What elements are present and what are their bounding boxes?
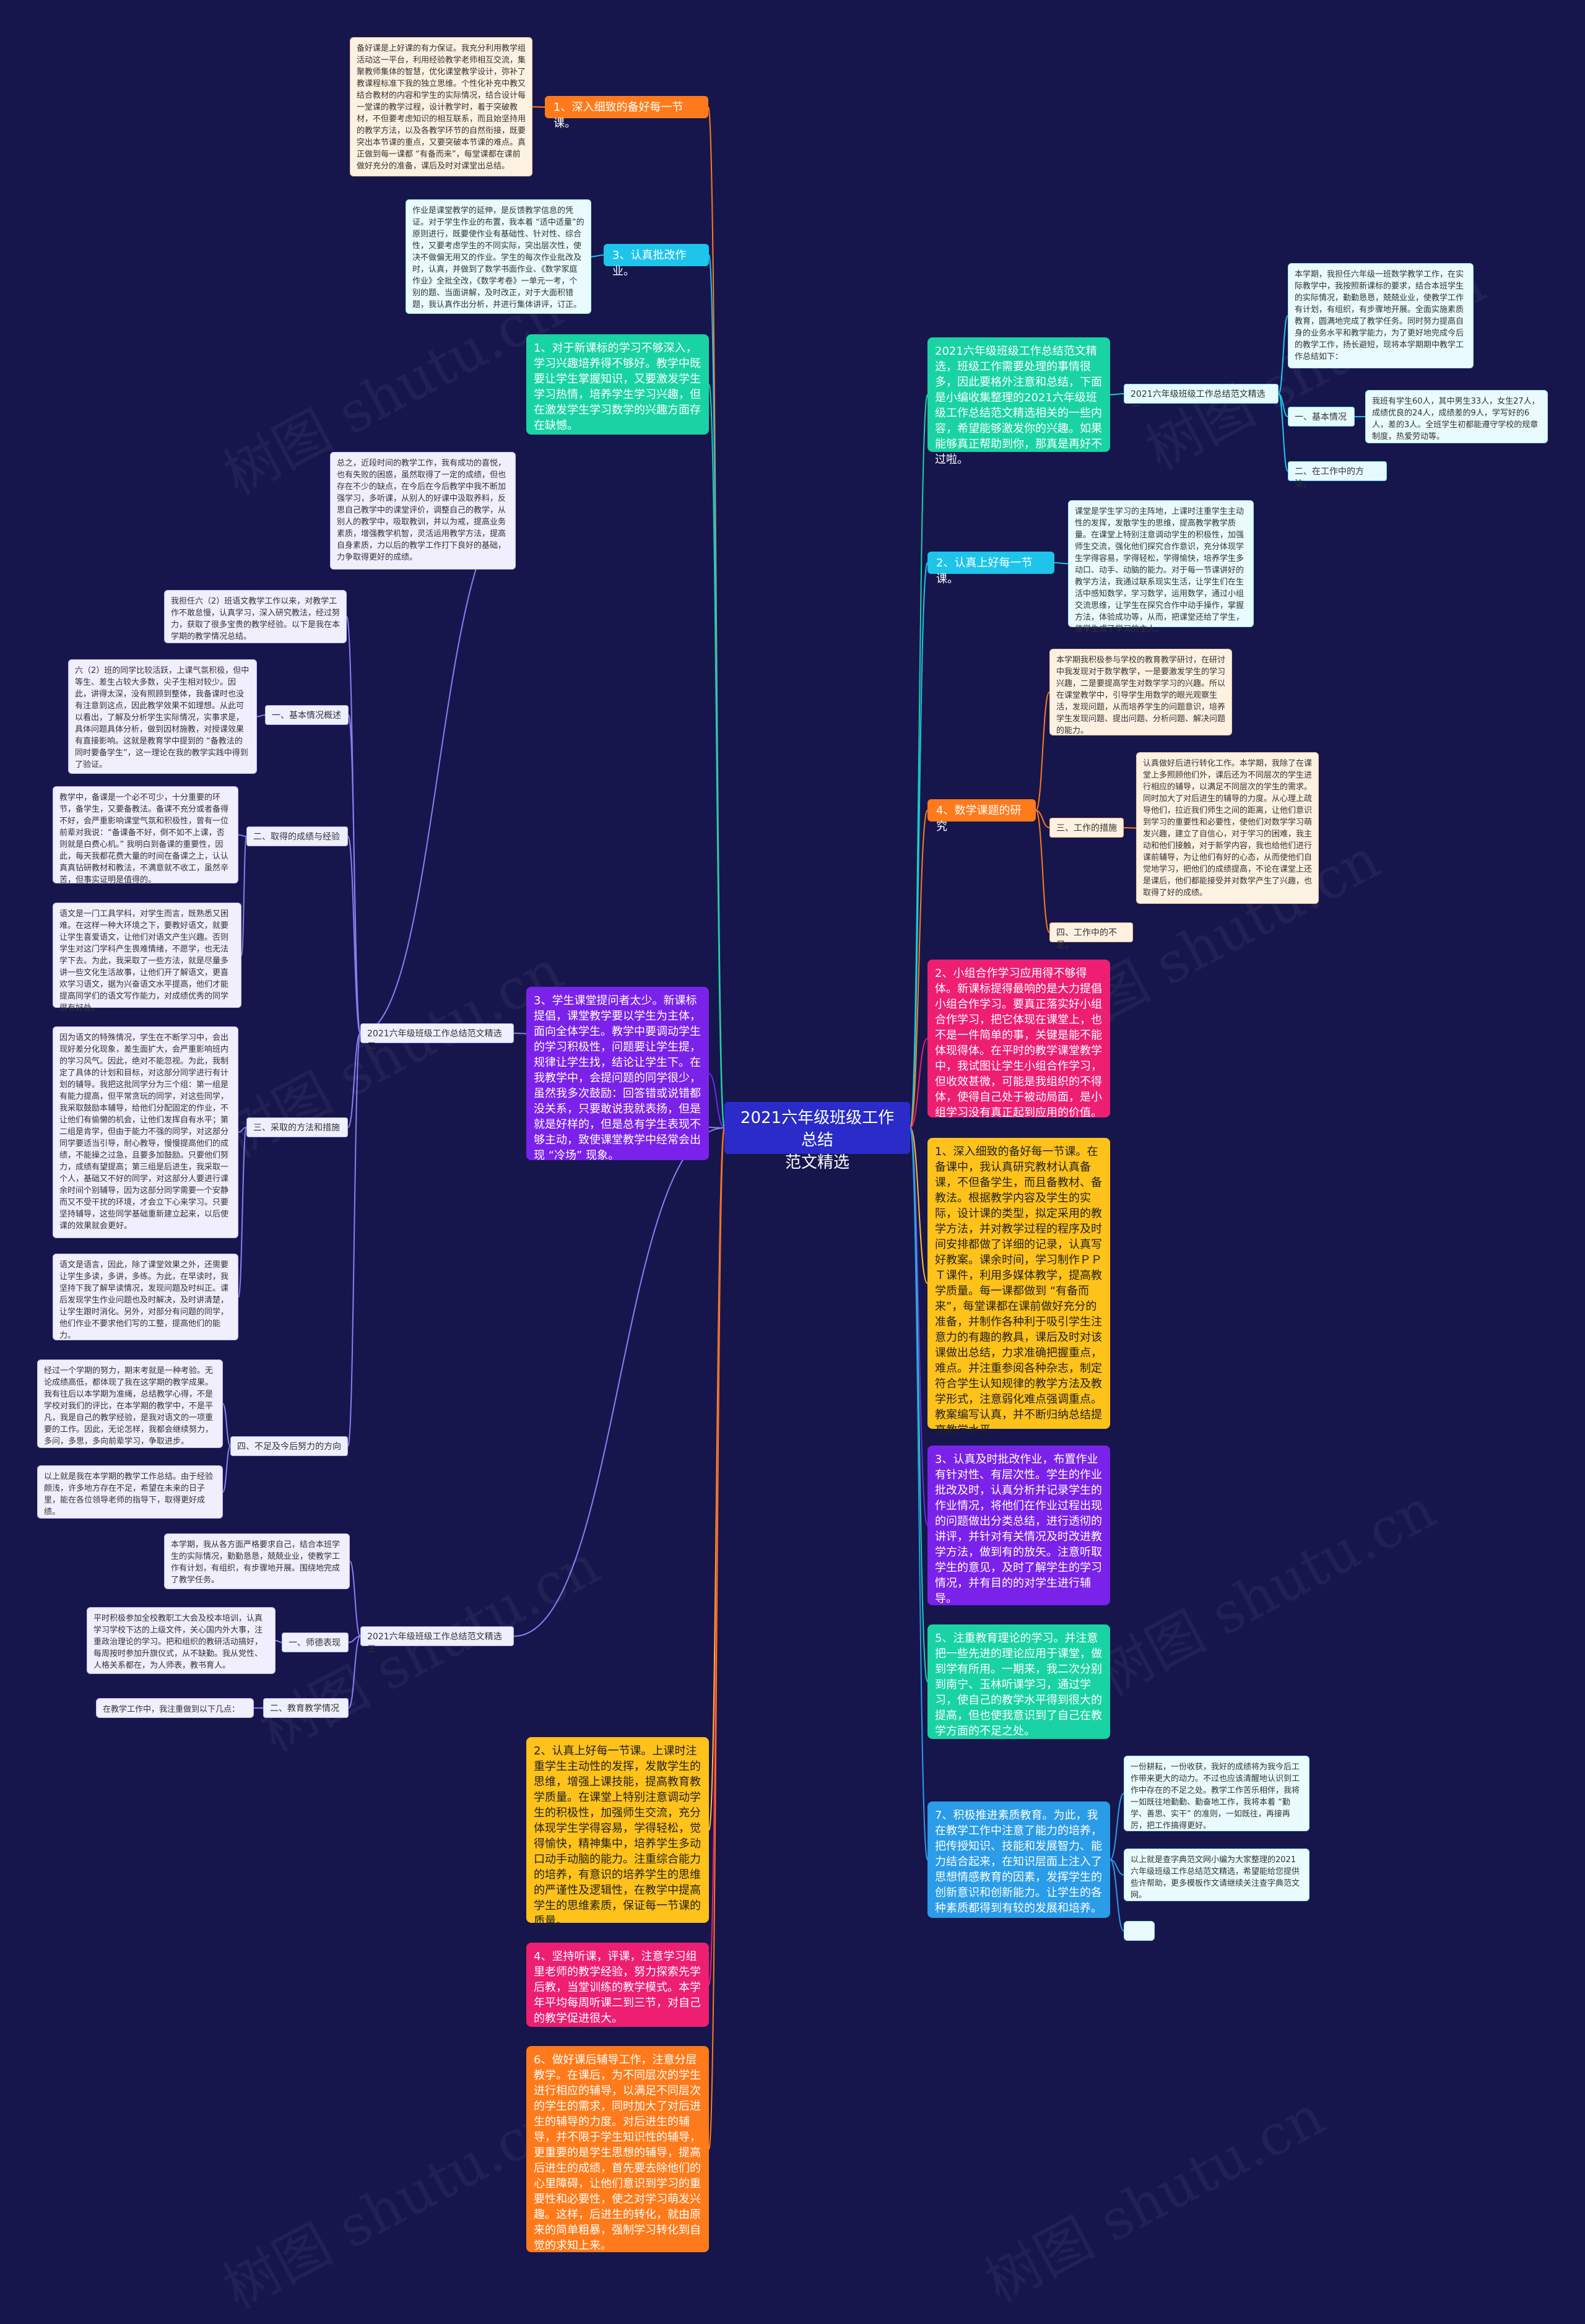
connector	[910, 562, 928, 1129]
topic-new-curriculum[interactable]: 1、对于新课标的学习不够深入，学习兴趣培养得不够好。教学中既要让学生掌握知识，又…	[526, 334, 709, 435]
note-harvest: 一份耕耘，一份收获，我好的成绩将为我今后工作带来更大的动力。不过也应该清醒地认识…	[1124, 1756, 1309, 1831]
connector	[256, 714, 266, 718]
topic-observe-lessons[interactable]: 4、坚持听课，评课，注意学习组里老师的教学经验，努力探索先学后教，当堂训练的教学…	[526, 1943, 709, 2027]
note-basic-info: 我班有学生60人，其中男生33人，女生27人，成绩优良的24人，成绩差的9人，学…	[1365, 390, 1548, 443]
connector	[910, 1038, 928, 1129]
note-chinese-subject: 语文是一门工具学科，对学生而言，既熟悉又困难。在这样一种大环境之下，要教好语文，…	[53, 903, 241, 1013]
label-work-measures[interactable]: 三、工作的措施	[1049, 818, 1124, 838]
connector	[1110, 1859, 1124, 1932]
connector	[513, 1127, 725, 1637]
connector	[708, 384, 725, 1129]
label-methods[interactable]: 三、采取的方法和措施	[246, 1117, 348, 1137]
note-intro-two: 我担任六（2）班语文教学工作以来，对教学工作不敢怠慢，认真学习，深入研究教法，经…	[164, 590, 347, 643]
topic-prepare-lessons[interactable]: 1、深入细致的备好每一节课。	[545, 96, 708, 130]
connector	[347, 1033, 361, 1447]
connector	[238, 1127, 247, 1298]
connector	[347, 836, 361, 1034]
connector	[910, 1127, 928, 1860]
connector	[1035, 810, 1050, 828]
connector	[1278, 315, 1288, 394]
note-reading-practice: 语文是语言，因此，除了课堂效果之外，还需要让学生多读，多讲，多练。为此，在早读时…	[53, 1254, 238, 1340]
topic-detailed-preparation[interactable]: 1、深入细致的备好每一节课。在备课中，我认真研究教材认真备课，不但备学生，而且备…	[927, 1138, 1110, 1437]
label-work-shortcomings[interactable]: 四、工作中的不足。	[1049, 922, 1133, 950]
connector	[349, 1561, 361, 1637]
topic-group-cooperation[interactable]: 2、小组合作学习应用得不够得体。新课标提得最响的是大力提倡小组合作学习。要真正落…	[927, 960, 1110, 1119]
topic-grade-homework[interactable]: 3、认真批改作业。	[604, 244, 709, 278]
note-basic-overview: 六（2）班的同学比较活跃，上课气氛积极，但中等生、差生占较大多数，尖子生相对较少…	[68, 659, 257, 774]
label-teaching-status[interactable]: 二、教育教学情况	[263, 1698, 349, 1718]
note-intro-three: 本学期，我从各方面严格要求自己，结合本班学生的实际情况，勤勤恳恳，兢兢业业，使教…	[164, 1533, 350, 1589]
connector	[1278, 393, 1288, 472]
note-closing-one: 以上就是查字典范文网小编为大家整理的2021六年级班级工作总结范文精选，希望能给…	[1124, 1849, 1309, 1901]
note-intro-one: 本学期，我担任六年级一班数学教学工作，在实际教学中，我按照新课标的要求，结合本班…	[1288, 263, 1474, 368]
topic-good-lessons[interactable]: 2、认真上好每一节课。	[927, 552, 1054, 586]
note-math-research: 本学期我积极参与学校的教育教学研讨，在研讨中我发现对于数学教学，一是要激发学生的…	[1049, 649, 1232, 735]
connector	[910, 810, 928, 1129]
label-teacher-ethics[interactable]: 一、师德表现	[282, 1632, 349, 1652]
connector	[348, 1636, 361, 1643]
note-teacher-ethics: 平时积极参加全校教职工大会及校本培训，认真学习学校下达的上级文件，关心国内外大事…	[87, 1607, 276, 1674]
branch-selection-three[interactable]: 2021六年级班级工作总结范文精选三	[360, 1626, 514, 1654]
branch-selection-one[interactable]: 2021六年级班级工作总结范文精选一	[1124, 384, 1279, 412]
label-basic-overview[interactable]: 一、基本情况概述	[265, 705, 349, 725]
connector	[1035, 810, 1050, 933]
connector	[532, 106, 545, 108]
topic-after-class-tutoring[interactable]: 6、做好课后辅导工作，注意分层教学。在课后，为不同层次的学生进行相应的辅导，以满…	[526, 2046, 709, 2252]
note-grade-homework: 作业是课堂教学的延伸，是反馈教学信息的凭证。对于学生作业的布置，我本着 “适中适…	[406, 199, 591, 314]
connector	[910, 1127, 928, 1284]
connector	[708, 254, 725, 1129]
connector	[238, 834, 247, 837]
connector	[222, 1446, 231, 1493]
topic-math-research[interactable]: 4、数学课题的研究	[927, 799, 1036, 833]
note-closing-two: 以上就是我在本学期的教学工作总结。由于经验颇浅，许多地方存在不足，希望在未来的日…	[37, 1465, 223, 1519]
connector	[708, 1127, 725, 1831]
note-good-lessons: 课堂是学生学习的主阵地，上课时注重学生主动性的发挥，发散学生的思维，提高教学教学…	[1068, 500, 1254, 634]
topic-student-questions[interactable]: 3、学生课堂提问者太少。新课标提倡，课堂教学要以学生为主体，面向全体学生。教学中…	[526, 987, 709, 1162]
connector	[241, 836, 247, 956]
central-topic[interactable]: 2021六年级班级工作总结 范文精选	[724, 1102, 910, 1172]
connector	[1054, 562, 1069, 565]
note-summary: 总之，近段时间的教学工作，我有成功的喜悦，也有失败的困惑，虽然取得了一定的成绩，…	[330, 452, 516, 570]
topic-quality-education[interactable]: 7、积极推进素质教育。为此，我在教学工作中注意了能力的培养，把传授知识、技能和发…	[927, 1802, 1110, 1918]
label-shortcomings[interactable]: 四、不足及今后努力的方向	[230, 1436, 348, 1456]
connector	[910, 394, 928, 1129]
branch-selection-two[interactable]: 2021六年级班级工作总结范文精选二	[360, 1023, 514, 1051]
label-work-methods[interactable]: 二、在工作中的方法。	[1288, 461, 1387, 489]
connector	[348, 1636, 361, 1709]
note-teaching-status: 在教学工作中，我注重做到以下几点：	[96, 1698, 254, 1718]
connector	[708, 1073, 725, 1129]
connector	[222, 1403, 231, 1447]
connector	[238, 1127, 247, 1133]
note-prepare-lessons: 备好课是上好课的有力保证。我充分利用教学组活动这一平台，利用经验教学老师相互交流…	[350, 37, 532, 176]
note-shortcomings: 经过一个学期的努力，期末考就是一种考验。无论成绩高低，都体现了我在这学期的教学成…	[37, 1359, 223, 1448]
connector	[1110, 393, 1124, 396]
topic-timely-grading[interactable]: 3、认真及时批改作业，布置作业有针对性、有层次性。学生的作业批改及时，认真分析并…	[927, 1446, 1110, 1605]
topic-education-theory[interactable]: 5、注重教育理论的学习。并注意把一些先进的理论应用于课堂，做到学有所用。一期来，…	[927, 1624, 1110, 1739]
connector	[348, 714, 361, 1034]
connector	[1110, 1793, 1124, 1860]
connector	[1035, 692, 1050, 811]
topic-class-quality[interactable]: 2、认真上好每一节课。上课时注重学生主动性的发挥，发散学生的思维，增强上课技能，…	[526, 1737, 709, 1928]
label-basic-info[interactable]: 一、基本情况	[1288, 407, 1355, 427]
connector	[347, 1033, 361, 1128]
connector	[708, 1127, 725, 1985]
topic-introduction[interactable]: 2021六年级班级工作总结范文精选，班级工作需要处理的事情很多，因此要格外注意和…	[927, 337, 1110, 466]
connector	[591, 254, 604, 258]
label-achievements[interactable]: 二、取得的成绩与经验	[246, 826, 348, 846]
empty-note	[1124, 1921, 1155, 1941]
note-achievements: 教学中，备课是一个必不可少，十分重要的环节，备学生，又要备教法。备课不充分或者备…	[53, 786, 238, 885]
note-work-measures: 认真做好后进行转化工作。本学期，我除了在课堂上多照顾他们外，课后还为不同层次的学…	[1136, 752, 1319, 904]
connector	[275, 1640, 282, 1643]
connector	[708, 1127, 725, 2150]
note-methods: 因为语文的特殊情况，学生在不断学习中，会出现好差分化现象，差生面扩大，会严重影响…	[53, 1026, 238, 1238]
connector	[360, 510, 516, 1034]
